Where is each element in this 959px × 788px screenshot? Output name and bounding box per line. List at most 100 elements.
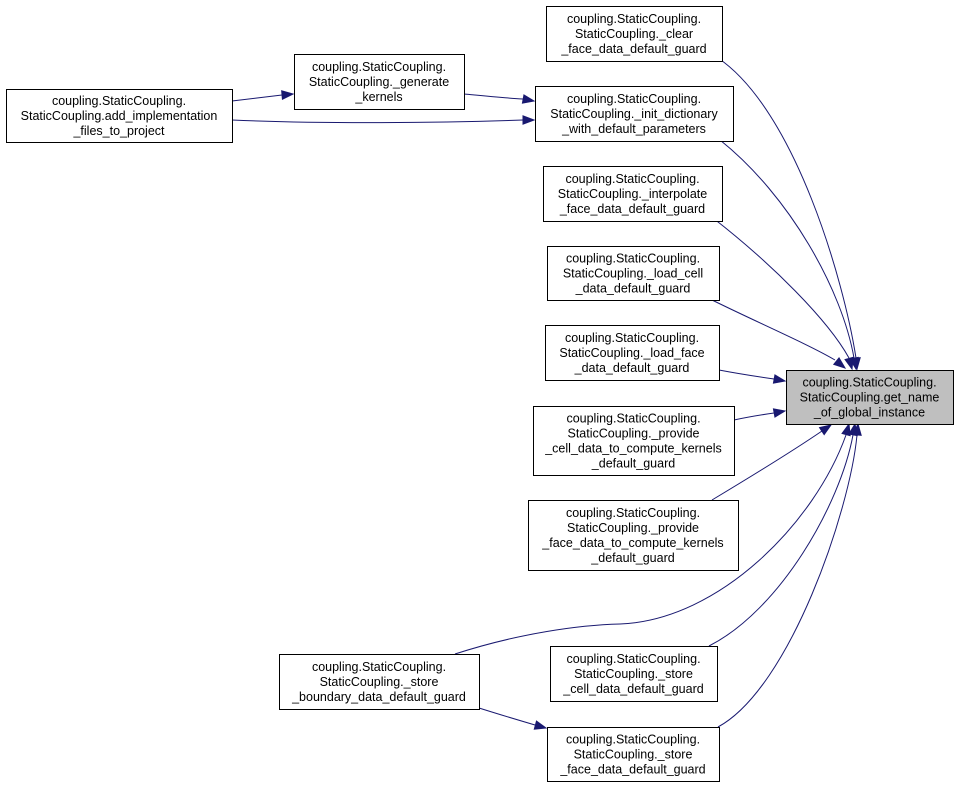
node-label-line: _with_default_parameters xyxy=(561,122,706,136)
edge-line xyxy=(454,434,847,655)
edge-init-dictionary-to-get-name xyxy=(719,139,859,371)
node-add-impl[interactable]: coupling.StaticCoupling.StaticCoupling.a… xyxy=(6,89,233,143)
edge-line xyxy=(478,707,536,726)
node-label-line: coupling.StaticCoupling. xyxy=(565,331,699,345)
node-clear[interactable]: coupling.StaticCoupling.StaticCoupling._… xyxy=(546,6,723,62)
node-label-line: StaticCoupling._init_dictionary xyxy=(550,107,718,121)
edges-layer xyxy=(231,57,862,730)
node-label-line: _boundary_data_default_guard xyxy=(291,690,466,704)
node-label-line: coupling.StaticCoupling. xyxy=(565,172,699,186)
node-label-line: _files_to_project xyxy=(72,124,165,138)
node-label-line: coupling.StaticCoupling. xyxy=(312,60,446,74)
node-box xyxy=(547,727,720,782)
edge-line xyxy=(718,369,775,380)
node-box xyxy=(550,646,718,702)
node-label-line: _data_default_guard xyxy=(574,361,690,375)
node-provide-cell[interactable]: coupling.StaticCoupling.StaticCoupling._… xyxy=(533,406,735,476)
edge-line xyxy=(707,297,836,361)
arrowhead-icon xyxy=(772,374,787,384)
node-label-line: StaticCoupling._load_cell xyxy=(563,267,703,281)
edge-line xyxy=(719,139,855,359)
node-label-line: StaticCoupling._interpolate xyxy=(558,187,707,201)
arrowhead-icon xyxy=(818,424,833,436)
node-label-line: coupling.StaticCoupling. xyxy=(802,376,936,390)
node-box xyxy=(543,166,723,222)
node-label-line: StaticCoupling.get_name xyxy=(800,391,940,405)
edge-store-boundary-to-store-face xyxy=(478,707,548,730)
node-load-cell[interactable]: coupling.StaticCoupling.StaticCoupling._… xyxy=(547,246,720,301)
node-box xyxy=(547,246,720,301)
node-label-line: _cell_data_to_compute_kernels xyxy=(544,442,722,456)
node-label-line: StaticCoupling._provide xyxy=(567,427,699,441)
node-provide-face[interactable]: coupling.StaticCoupling.StaticCoupling._… xyxy=(528,500,739,571)
node-box xyxy=(279,654,480,710)
node-label-line: StaticCoupling._store xyxy=(574,667,693,681)
arrowhead-icon xyxy=(844,356,854,371)
edge-line xyxy=(712,217,850,359)
node-label-line: _face_data_default_guard xyxy=(559,202,705,216)
node-label-line: _kernels xyxy=(354,90,402,104)
node-label-line: coupling.StaticCoupling. xyxy=(566,506,700,520)
node-label-line: _face_data_to_compute_kernels xyxy=(541,536,723,550)
edge-line xyxy=(231,94,283,102)
node-box xyxy=(535,86,734,142)
node-label-line: StaticCoupling._clear xyxy=(575,27,693,41)
node-label-line: StaticCoupling._store xyxy=(574,748,693,762)
edge-load-cell-to-get-name xyxy=(707,297,847,369)
node-label-line: coupling.StaticCoupling. xyxy=(566,652,700,666)
edge-line xyxy=(711,430,823,501)
arrowhead-icon xyxy=(533,720,548,730)
edge-add-impl-to-generate-kernels xyxy=(231,90,295,102)
arrowhead-icon xyxy=(841,422,851,437)
node-label-line: StaticCoupling._provide xyxy=(567,521,699,535)
edge-line xyxy=(708,434,854,647)
node-box xyxy=(786,370,954,425)
node-box xyxy=(294,54,465,110)
edge-generate-kernels-to-init-dictionary xyxy=(463,93,536,104)
node-label-line: coupling.StaticCoupling. xyxy=(52,94,186,108)
edge-line xyxy=(733,412,775,421)
node-load-face[interactable]: coupling.StaticCoupling.StaticCoupling._… xyxy=(545,325,720,381)
node-box xyxy=(528,500,739,571)
edge-provide-face-to-get-name xyxy=(711,424,833,501)
node-label-line: coupling.StaticCoupling. xyxy=(567,92,701,106)
node-interpolate[interactable]: coupling.StaticCoupling.StaticCoupling._… xyxy=(543,166,723,222)
node-label-line: coupling.StaticCoupling. xyxy=(567,12,701,26)
node-generate-kernels[interactable]: coupling.StaticCoupling.StaticCoupling._… xyxy=(294,54,465,110)
arrowhead-icon xyxy=(772,408,787,418)
arrowhead-icon xyxy=(281,90,295,100)
arrowhead-icon xyxy=(522,115,536,125)
arrowhead-icon xyxy=(852,422,862,436)
node-box xyxy=(545,325,720,381)
node-store-cell[interactable]: coupling.StaticCoupling.StaticCoupling._… xyxy=(550,646,718,702)
node-label-line: coupling.StaticCoupling. xyxy=(566,733,700,747)
node-label-line: StaticCoupling.add_implementation xyxy=(21,109,218,123)
edge-line xyxy=(717,434,858,728)
edge-add-impl-to-init-dictionary xyxy=(231,115,536,125)
edge-store-boundary-to-get-name xyxy=(454,422,851,655)
node-label-line: coupling.StaticCoupling. xyxy=(312,660,446,674)
node-init-dictionary[interactable]: coupling.StaticCoupling.StaticCoupling._… xyxy=(535,86,734,142)
node-label-line: _default_guard xyxy=(591,457,675,471)
node-label-line: StaticCoupling._store xyxy=(320,675,439,689)
node-store-face[interactable]: coupling.StaticCoupling.StaticCoupling._… xyxy=(547,727,720,782)
edge-line xyxy=(231,119,524,124)
arrowhead-icon xyxy=(832,356,847,369)
node-get-name[interactable]: coupling.StaticCoupling.StaticCoupling.g… xyxy=(786,370,954,425)
node-label-line: _of_global_instance xyxy=(813,406,925,420)
node-label-line: StaticCoupling._load_face xyxy=(559,346,704,360)
node-label-line: _face_data_default_guard xyxy=(560,42,706,56)
edge-store-face-to-get-name xyxy=(717,422,862,728)
node-label-line: _cell_data_default_guard xyxy=(562,682,703,696)
node-box xyxy=(546,6,723,62)
edge-interpolate-to-get-name xyxy=(712,217,854,371)
edge-provide-cell-to-get-name xyxy=(733,408,787,421)
node-label-line: StaticCoupling._generate xyxy=(309,75,449,89)
node-label-line: coupling.StaticCoupling. xyxy=(566,252,700,266)
node-store-boundary[interactable]: coupling.StaticCoupling.StaticCoupling._… xyxy=(279,654,480,710)
edge-line xyxy=(463,93,524,100)
node-label-line: _data_default_guard xyxy=(575,282,691,296)
node-label-line: coupling.StaticCoupling. xyxy=(566,412,700,426)
arrowhead-icon xyxy=(521,94,536,104)
